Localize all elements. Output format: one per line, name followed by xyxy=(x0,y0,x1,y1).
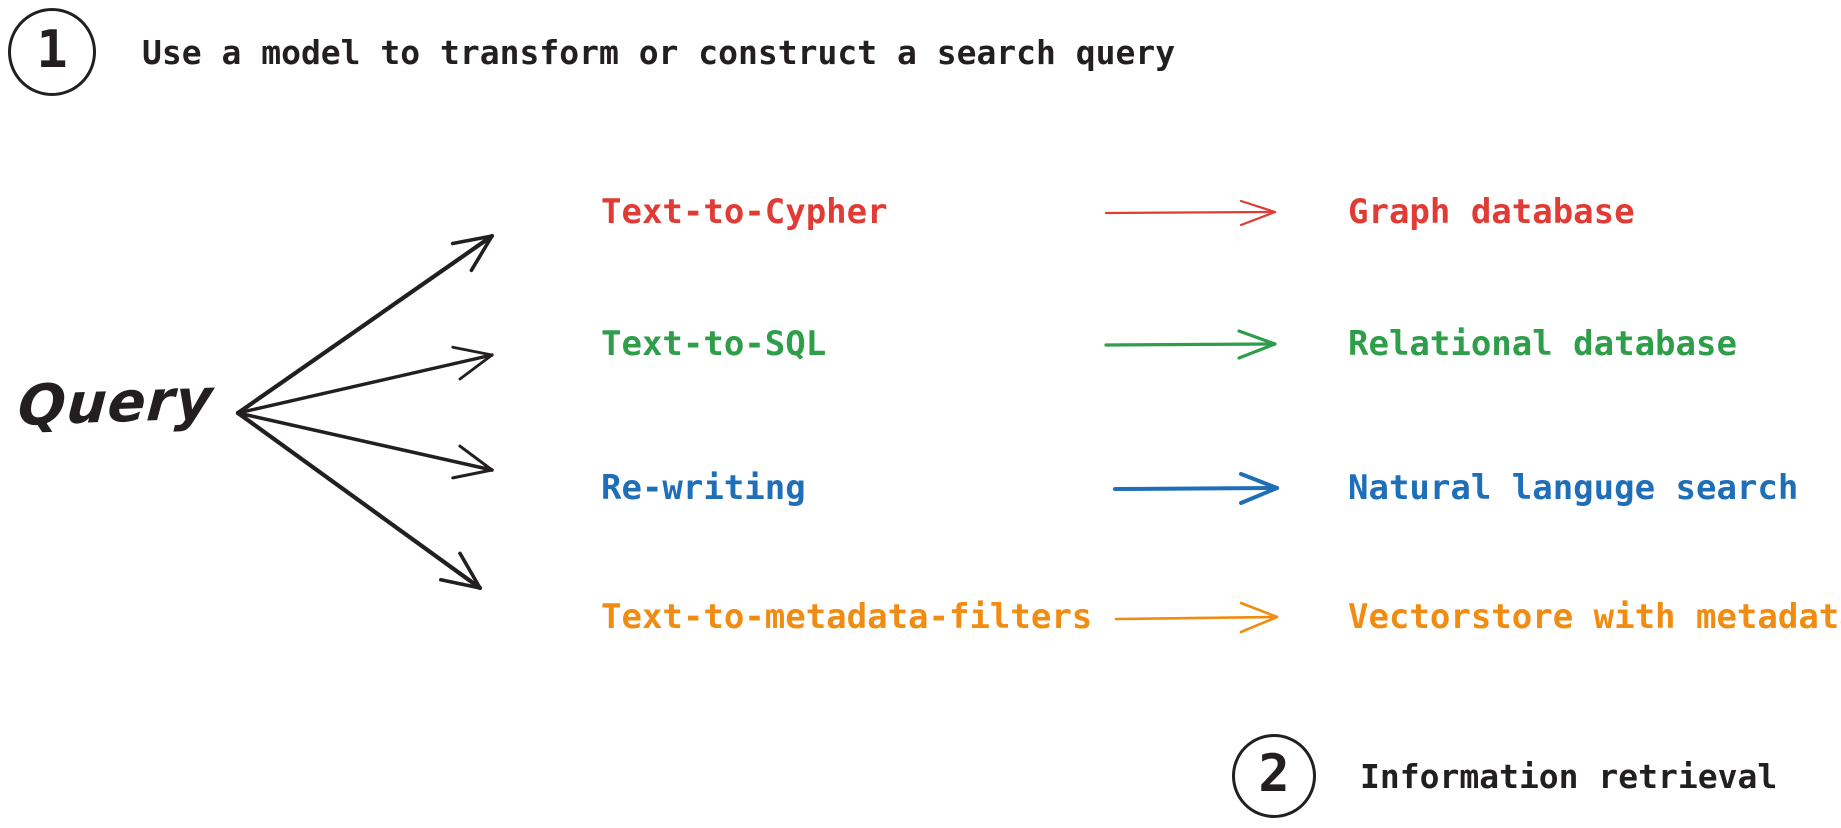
row-arrow xyxy=(1103,316,1283,372)
step-2-badge: 2 Information retrieval xyxy=(1232,734,1777,818)
row-arrow xyxy=(1113,589,1293,645)
row-target-label: Vectorstore with metadata xyxy=(1348,597,1841,637)
row-source-label: Text-to-metadata-filters xyxy=(601,597,1093,637)
pipeline-row: Text-to-SQL Relational database xyxy=(0,316,1841,372)
row-target-label: Graph database xyxy=(1348,192,1635,232)
row-source-label: Re-writing xyxy=(601,468,806,508)
row-source-label: Text-to-SQL xyxy=(601,324,827,364)
pipeline-row: Text-to-metadata-filters Vectorstore wit… xyxy=(0,589,1841,645)
pipeline-row: Text-to-Cypher Graph database xyxy=(0,184,1841,240)
row-arrow xyxy=(1112,460,1292,516)
row-arrow xyxy=(1103,184,1283,240)
row-target-label: Relational database xyxy=(1348,324,1737,364)
step-1-label: Use a model to transform or construct a … xyxy=(142,32,1176,72)
step-1-circle: 1 xyxy=(8,8,96,96)
step-2-label: Information retrieval xyxy=(1360,756,1778,796)
step-1-badge: 1 Use a model to transform or construct … xyxy=(8,8,1175,96)
step-2-circle: 2 xyxy=(1232,734,1316,818)
step-1-number: 1 xyxy=(36,20,68,80)
row-target-label: Natural languge search xyxy=(1348,468,1799,508)
row-source-label: Text-to-Cypher xyxy=(601,192,888,232)
step-2-number: 2 xyxy=(1258,744,1290,804)
pipeline-row: Re-writing Natural languge search xyxy=(0,460,1841,516)
query-source-label: Query xyxy=(15,367,216,439)
query-branch-arrows xyxy=(235,233,495,591)
